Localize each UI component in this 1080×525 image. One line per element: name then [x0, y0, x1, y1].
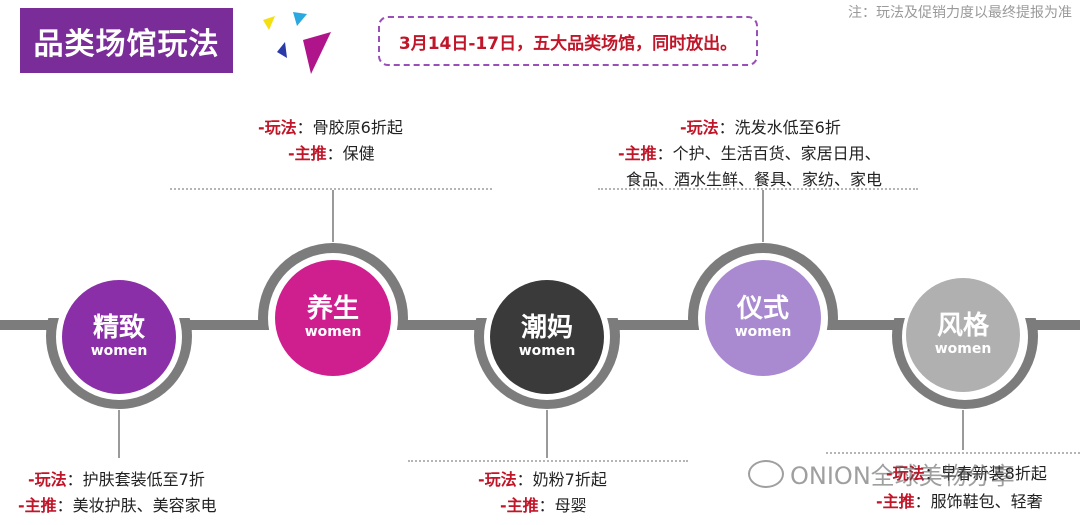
- announcement-banner: 3月14日-17日，五大品类场馆，同时放出。: [378, 16, 758, 66]
- connector-line: [546, 410, 548, 458]
- node-title: 仪式: [736, 294, 789, 325]
- section-title: 品类场馆玩法: [20, 8, 233, 73]
- connector-line: [332, 190, 334, 242]
- connector-line: [962, 410, 964, 450]
- connector-line: [762, 190, 764, 242]
- node-title: 精致: [92, 313, 145, 344]
- watermark-text: ONION全球美物分享: [790, 462, 1015, 490]
- connector-line: [118, 410, 120, 458]
- node-main-text: -主推：保健: [288, 144, 375, 163]
- dotted-divider: [826, 452, 1080, 454]
- watermark: ONION全球美物分享: [748, 456, 1015, 491]
- node-subtitle: women: [90, 342, 148, 359]
- node-play-text: -玩法：早春新装8折起: [886, 464, 1047, 483]
- decorative-triangles-icon: [263, 12, 331, 74]
- node-subtitle: women: [304, 323, 362, 340]
- node-title: 风格: [936, 311, 989, 342]
- node-play-text: -玩法：护肤套装低至7折: [28, 470, 205, 489]
- node-subtitle: women: [734, 323, 792, 340]
- node-yangsheng[interactable]: 养生 women: [275, 260, 391, 376]
- dotted-divider: [170, 188, 492, 190]
- dotted-divider: [598, 188, 918, 190]
- node-main-text: -主推：母婴: [500, 496, 587, 515]
- node-main-text: -主推：个护、生活百货、家居日用、: [618, 144, 881, 163]
- node-play-text: -玩法：洗发水低至6折: [680, 118, 841, 137]
- node-title: 潮妈: [520, 313, 573, 344]
- footnote: 注：玩法及促销力度以最终提报为准: [848, 5, 1072, 21]
- node-subtitle: women: [518, 342, 576, 359]
- node-main-text: -主推：美妆护肤、美容家电: [18, 496, 217, 515]
- node-title: 养生: [306, 294, 359, 325]
- timeline-track-segment: [0, 320, 60, 330]
- node-yishi[interactable]: 仪式 women: [705, 260, 821, 376]
- node-play-text: -玩法：骨胶原6折起: [258, 118, 403, 137]
- node-main-text-line2: 食品、酒水生鲜、餐具、家纺、家电: [626, 170, 883, 189]
- node-play-text: -玩法：奶粉7折起: [478, 470, 607, 489]
- node-fengge[interactable]: 风格 women: [906, 278, 1020, 392]
- dotted-divider: [408, 460, 688, 462]
- node-chaoma[interactable]: 潮妈 women: [490, 280, 604, 394]
- node-main-text: -主推：服饰鞋包、轻奢: [876, 492, 1043, 511]
- wechat-logo-icon: [748, 459, 784, 488]
- node-jingzhi[interactable]: 精致 women: [62, 280, 176, 394]
- node-subtitle: women: [934, 340, 992, 357]
